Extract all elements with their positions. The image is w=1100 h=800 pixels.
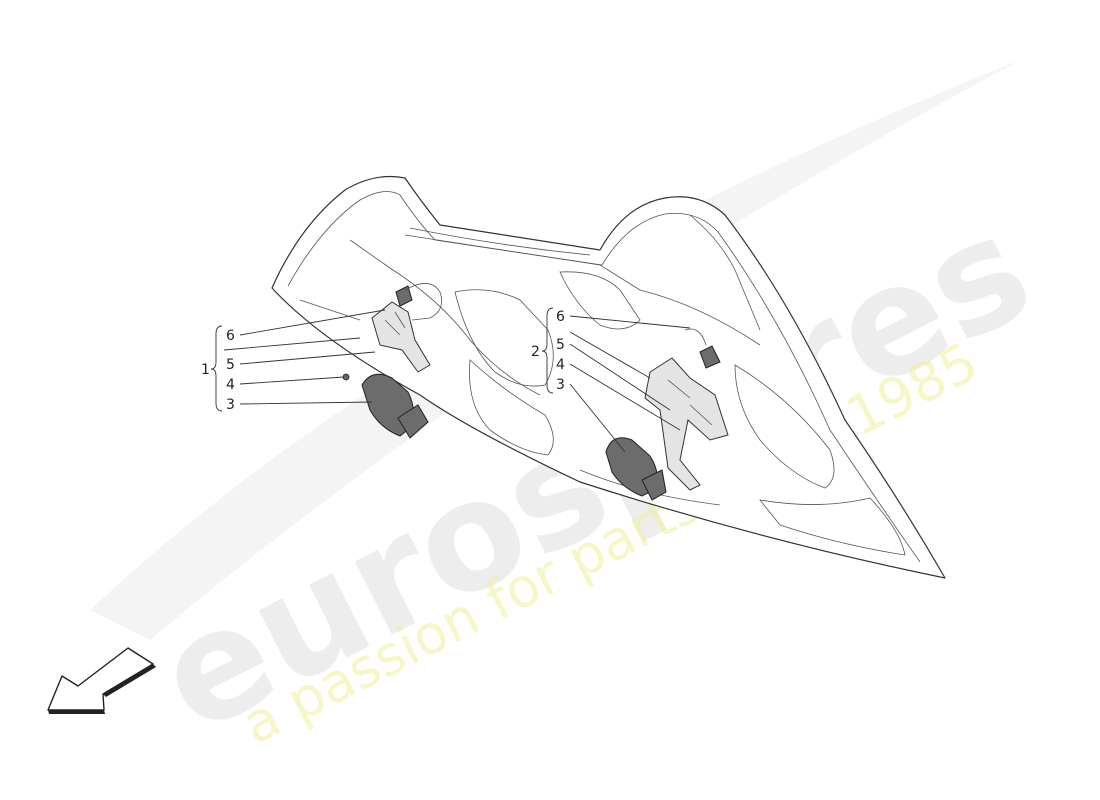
callout-2-item-4: 4 [556, 357, 565, 373]
hood-panel [271, 175, 946, 579]
callout-group-2: 2 6 5 4 3 [531, 309, 565, 393]
watermark-swoosh [90, 60, 1020, 640]
callout-1-item-3: 3 [226, 397, 235, 413]
callout-1-label: 1 [201, 362, 210, 378]
right-hinge-assembly [644, 328, 729, 491]
leaders-group-1 [210, 309, 386, 412]
callout-2-item-3: 3 [556, 377, 565, 393]
callout-2-item-5: 5 [556, 337, 565, 353]
left-wiper-motor [342, 373, 429, 439]
right-wiper-motor [605, 437, 667, 501]
callout-2-item-6: 6 [556, 309, 565, 325]
hood-outer-edge [271, 175, 946, 579]
callout-1-item-4: 4 [226, 377, 235, 393]
callout-2-label: 2 [531, 344, 540, 360]
leaders-group-2 [541, 307, 691, 453]
callout-1-item-6: 6 [226, 328, 235, 344]
callout-1-item-5: 5 [226, 357, 235, 373]
callout-group-1: 1 6 5 4 3 [201, 328, 235, 413]
left-hinge-assembly [371, 283, 443, 373]
arrow-down-left-icon [47, 647, 156, 714]
